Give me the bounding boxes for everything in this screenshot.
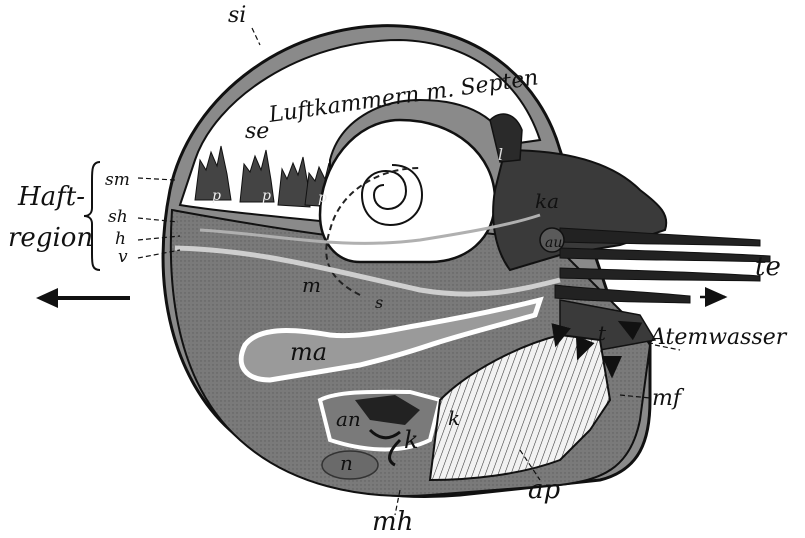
label-s: s xyxy=(375,293,383,312)
label-si: si xyxy=(228,3,246,28)
label-ka: ka xyxy=(535,189,559,213)
label-sm: sm xyxy=(105,170,130,190)
label-p3: p xyxy=(318,190,327,206)
label-p1: p xyxy=(212,188,221,204)
label-m: m xyxy=(302,273,321,297)
label-haft-line1: Haft- xyxy=(17,182,85,212)
label-k2: k xyxy=(404,426,419,454)
label-p2: p xyxy=(262,188,271,204)
label-v: v xyxy=(118,247,128,267)
label-ap: ap xyxy=(528,475,561,505)
label-n: n xyxy=(340,451,353,475)
label-l: l xyxy=(498,145,503,164)
label-au: au xyxy=(545,235,562,251)
label-atemwasser: Atemwasser xyxy=(648,325,788,350)
label-te: te xyxy=(755,252,781,282)
label-mf: mf xyxy=(652,386,685,411)
hood-region xyxy=(490,114,666,270)
haft-brace xyxy=(84,162,100,270)
direction-arrow-left xyxy=(36,288,130,308)
label-ma: ma xyxy=(290,338,327,366)
label-se: se xyxy=(245,119,269,144)
label-h: h xyxy=(115,229,126,249)
label-mh: mh xyxy=(372,507,413,537)
label-k1: k xyxy=(448,406,460,430)
label-sh: sh xyxy=(108,207,128,227)
label-an: an xyxy=(336,407,361,431)
label-haft-line2: region xyxy=(8,223,93,253)
label-t: t xyxy=(598,321,607,345)
